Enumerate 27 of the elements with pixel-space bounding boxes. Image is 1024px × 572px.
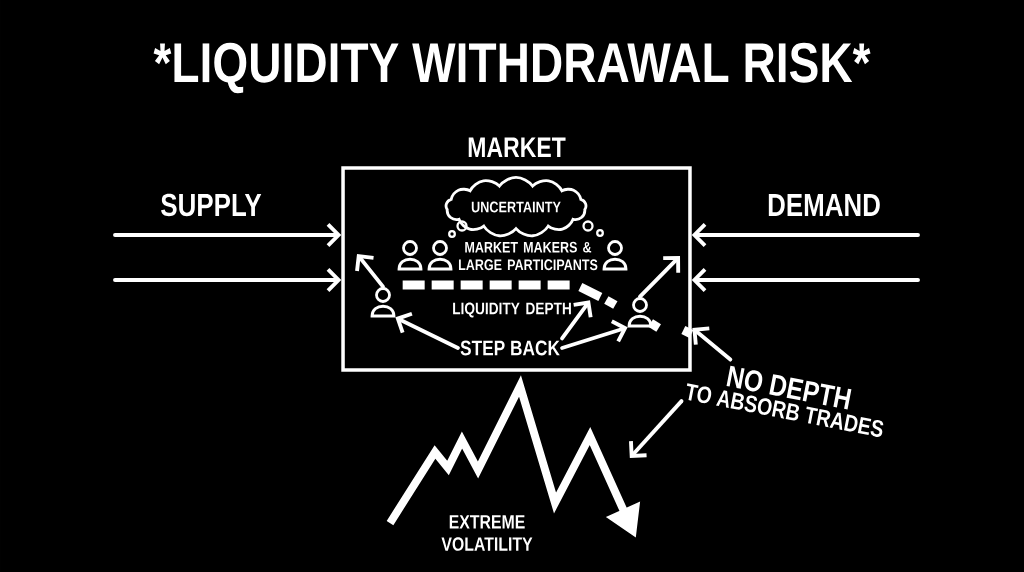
person-icon — [627, 297, 653, 328]
arrow — [691, 268, 920, 292]
text-label: SUPPLY — [161, 193, 262, 217]
arrow — [691, 223, 920, 247]
arrow — [638, 256, 681, 299]
callout-text: NO DEPTH TO ABSORB TRADES — [686, 365, 884, 437]
person-icon — [370, 287, 396, 318]
person-icon — [397, 240, 423, 271]
text-label: MARKET MAKERS & LARGE PARTICIPANTS — [458, 241, 598, 271]
title: *LIQUIDITY WITHDRAWAL RISK* — [153, 42, 871, 94]
step-back-text: STEP BACK — [460, 340, 560, 356]
bar-label: LIQUIDITY DEPTH — [453, 302, 571, 318]
arrow — [113, 223, 342, 247]
broken-dashes — [648, 319, 694, 338]
person-icon — [602, 240, 628, 271]
text-label: DEMAND — [768, 194, 880, 216]
thought-cloud: UNCERTAINTY — [444, 176, 588, 238]
arrow — [113, 268, 342, 292]
arrow — [560, 300, 593, 341]
arrow — [560, 319, 628, 350]
arrow — [692, 326, 733, 362]
person-icon — [427, 240, 453, 271]
arrow — [629, 399, 684, 458]
box-title: MARKET — [468, 137, 566, 157]
arrow — [355, 254, 385, 289]
arrow — [395, 311, 460, 350]
chart-label: EXTREME VOLATILITY — [441, 515, 533, 551]
